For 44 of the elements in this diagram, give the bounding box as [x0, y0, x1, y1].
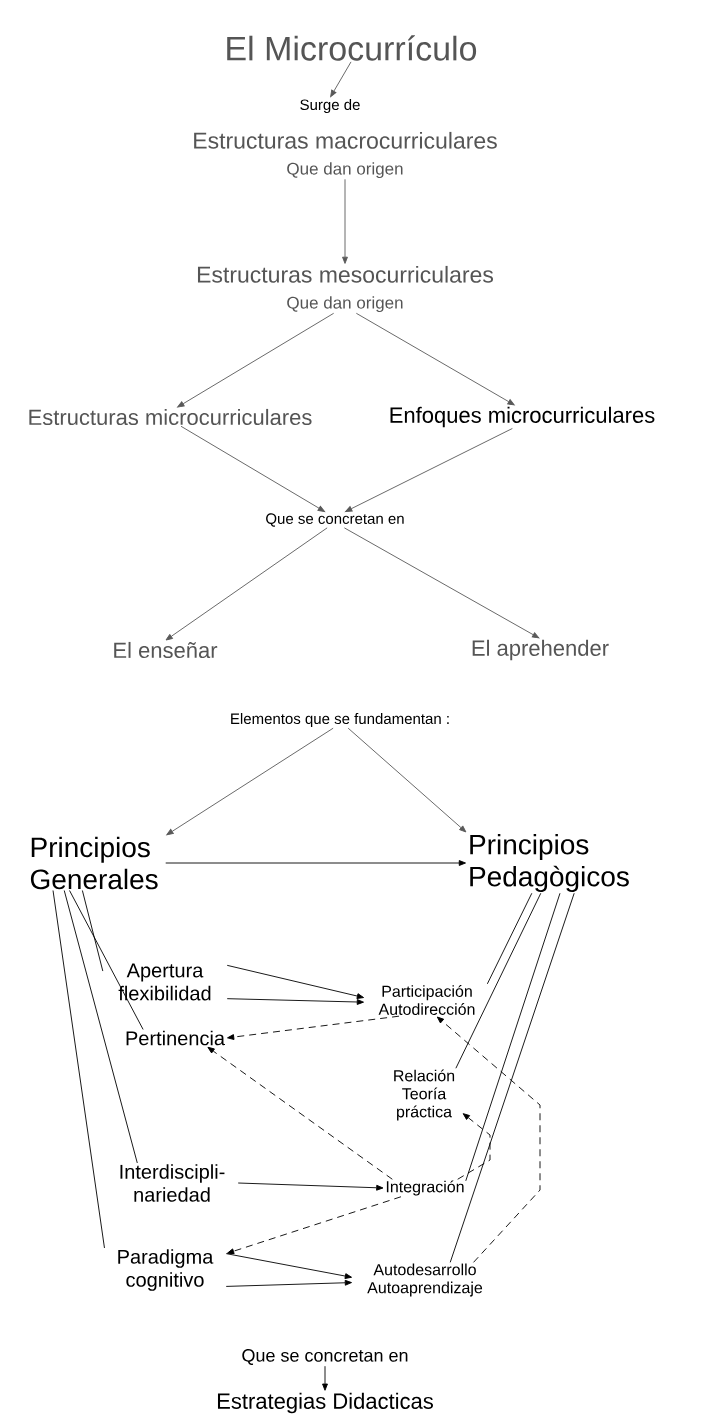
arrow: [165, 860, 466, 866]
concept-text: Participación Autodirección: [378, 985, 475, 1015]
concept-text: Surge de: [300, 99, 360, 113]
concept-text: El enseñar: [114, 641, 218, 659]
concept-text: Estrategias Didacticas: [218, 1392, 433, 1414]
arrow: [322, 1365, 328, 1391]
concept-text: El Microcurrículo: [227, 35, 477, 61]
heading-text: Principios Generales: [30, 836, 158, 890]
concept-text: Enfoques microcurriculares: [390, 406, 655, 428]
arrow: [226, 1196, 402, 1255]
concept-text: Que se concretan en: [242, 1349, 408, 1365]
arrow: [347, 727, 467, 833]
concept-text: Interdiscipli- nariedad: [120, 1164, 225, 1202]
arrow: [355, 312, 515, 406]
arrow: [237, 1182, 384, 1191]
concept-text: Paradigma cognitivo: [118, 1249, 214, 1291]
concept-text: Integración: [386, 1180, 464, 1196]
arrow: [330, 61, 352, 98]
arrow: [177, 312, 335, 408]
concept-text: Estructuras macrocurriculares Que dan origen: [194, 131, 497, 179]
concept-text: Autodesarrollo Autoaprendizaje: [367, 1263, 483, 1297]
arrow: [343, 527, 540, 639]
heading-text: Principios Pedagògicos: [470, 833, 629, 893]
arrow: [225, 1253, 352, 1279]
concept-text: Estructuras mesocurriculares Que dan origen: [198, 265, 493, 313]
arrow: [225, 1279, 352, 1287]
arrow: [227, 1015, 400, 1040]
arrow: [342, 178, 348, 264]
arrow: [165, 527, 328, 641]
concept-text: Apertura flexibilidad: [118, 963, 211, 1001]
arrow: [457, 1113, 491, 1180]
arrow: [226, 964, 364, 999]
arrow: [345, 428, 513, 513]
arrow: [436, 1016, 541, 1263]
concept-text: Elementos que se fundamentan :: [231, 713, 449, 727]
arrow: [180, 425, 325, 512]
concept-text: Relación Teoría práctica: [394, 1069, 455, 1121]
arrow: [166, 727, 334, 836]
concept-text: El aprehender: [472, 639, 609, 661]
concept-text: Estructuras microcurriculares: [29, 408, 312, 426]
arrow: [207, 1046, 393, 1180]
concept-text: Que se concretan en: [266, 513, 404, 527]
arrow: [226, 998, 364, 1005]
concept-text: Pertinencia: [126, 1030, 225, 1046]
